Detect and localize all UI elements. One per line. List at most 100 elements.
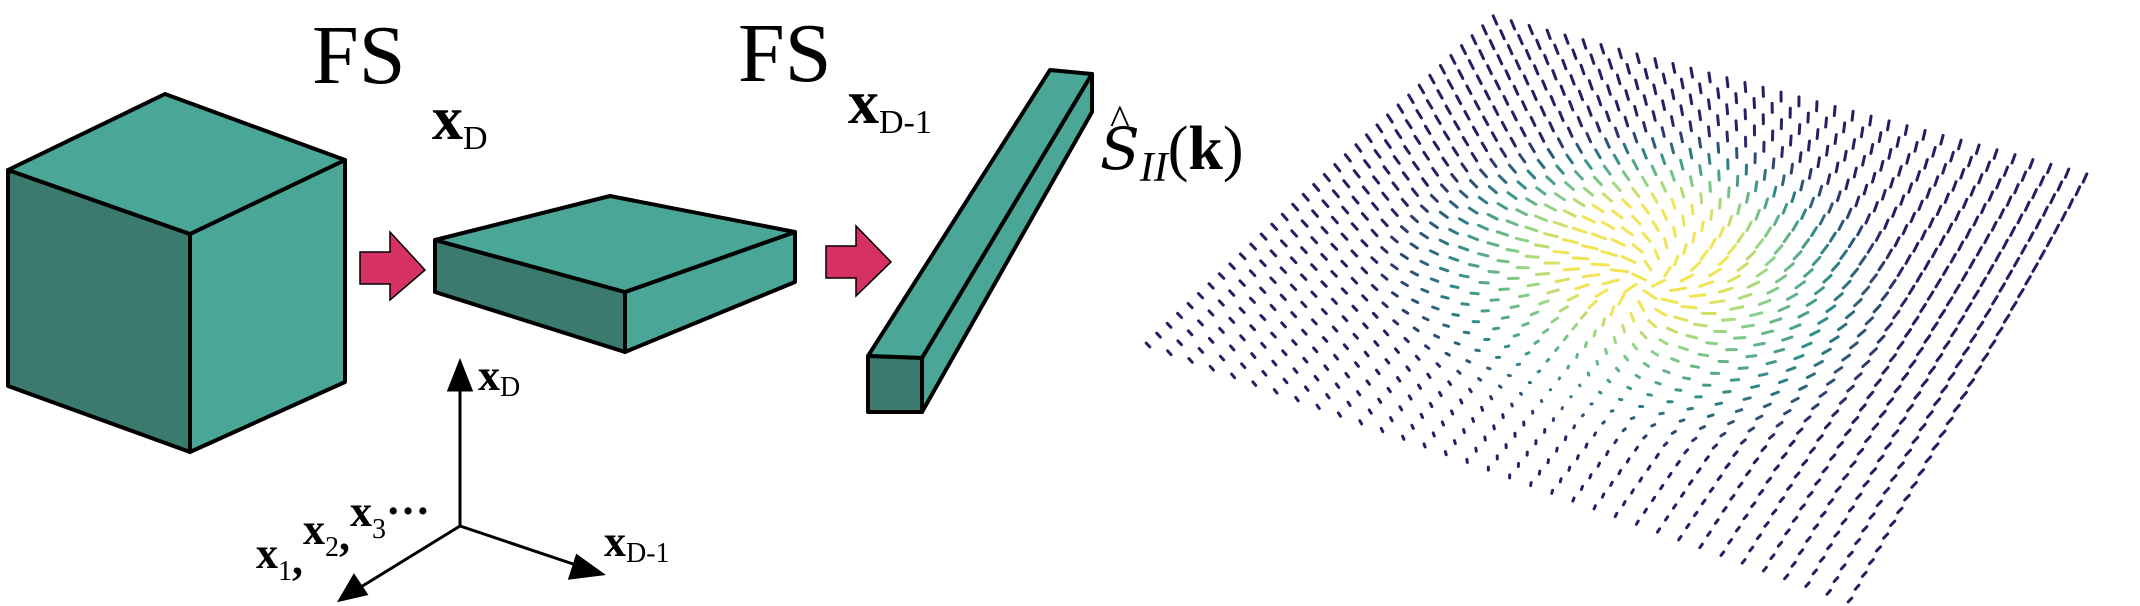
spin-arrow [1463,110,1471,121]
spin-arrow [1412,161,1420,171]
spin-arrow [1631,186,1641,198]
spin-arrow [1467,206,1479,215]
spin-arrow [1500,120,1508,132]
spin-arrow [1734,119,1739,132]
spin-arrow [1419,231,1429,240]
spin-arrow [1727,214,1734,227]
spin-arrow [1806,111,1810,124]
spin-arrow [1653,57,1659,69]
spin-arrow [1524,225,1539,233]
spin-arrow [1800,208,1807,220]
spin-arrow [1725,103,1730,116]
spin-arrow [1403,145,1411,155]
spin-arrow [1700,498,1707,506]
spin-arrow [1259,314,1267,322]
spin-arrow [1380,246,1389,254]
spin-arrow [1341,315,1349,323]
spin-arrow [1773,244,1784,255]
spin-arrow [1506,191,1518,200]
spin-arrow [1280,239,1288,248]
spin-arrow [1725,130,1730,143]
spin-arrow [1672,225,1677,238]
axis-label-diagonal: x1,x2,x3… [256,475,430,587]
spin-arrow [1661,72,1667,85]
spin-arrow [1770,390,1780,396]
spin-arrow [1595,121,1602,133]
spin-arrow [1604,347,1609,355]
spin-arrow [1678,418,1686,423]
spin-arrow [1238,279,1246,287]
spin-arrow [1641,231,1652,243]
spin-arrow [1917,468,1925,477]
spin-arrow [1646,464,1652,471]
spin-arrow [1601,192,1614,203]
spin-arrow [1951,180,1958,192]
spin-arrow [1351,304,1359,312]
spin-arrow [1499,29,1506,41]
spin-arrow [1650,350,1660,357]
spin-arrow [1300,246,1308,255]
spin-arrow [1589,53,1596,65]
spin-arrow [1942,265,1950,276]
spin-arrow [2074,185,2082,197]
spin-arrow [1688,293,1707,298]
spin-arrow [1983,233,1991,245]
spin-arrow [1401,308,1410,315]
spin-arrow [1889,177,1895,189]
spin-arrow [1889,519,1897,527]
spin-arrow [1672,503,1678,510]
spin-arrow [1957,314,1966,325]
spin-arrow [1320,308,1328,316]
spin-arrow [1822,274,1833,284]
spin-arrow [1687,479,1694,486]
spin-arrow [1646,393,1653,397]
spin-arrow [1554,346,1560,352]
spin-arrow [1898,416,1907,425]
spin-arrow [1818,555,1826,563]
spin-arrow [1903,493,1911,502]
spin-arrow [1866,390,1875,400]
spin-arrow [1620,255,1637,264]
spin-arrow [2009,226,2017,237]
spin-arrow [1623,354,1630,362]
spin-arrow [1783,262,1795,272]
spin-arrow [1893,236,1901,248]
spin-arrow [1371,201,1380,211]
spin-arrow [1512,333,1520,338]
spin-arrow [1478,49,1485,61]
spin-arrow [1673,315,1688,322]
spin-arrow [1505,248,1520,253]
spin-arrow [1407,93,1415,104]
spin-arrow [1940,384,1949,394]
spin-arrow [1563,435,1568,442]
spin-arrow [1820,243,1830,255]
spin-arrow [1858,255,1867,266]
spin-arrow [1755,414,1764,421]
spin-arrow [1341,205,1350,215]
spin-arrow [1249,324,1256,332]
spin-arrow [1562,209,1577,218]
spin-arrow [2031,262,2039,273]
spin-arrow [1537,469,1542,476]
spin-arrow [1935,352,1944,363]
spin-arrow [1444,104,1452,115]
spin-arrow [1486,64,1493,76]
spin-arrow [1428,401,1434,409]
spin-arrow [1763,521,1770,528]
spin-arrow [1467,263,1480,268]
spin-arrow [2016,213,2024,225]
spin-arrow [1907,182,1914,194]
spin-arrow [1424,344,1431,350]
spin-arrow [1381,191,1390,201]
spin-arrow [1734,525,1741,533]
spin-arrow [1492,424,1496,431]
spin-arrow [1882,532,1890,540]
spin-arrow [1415,109,1423,120]
spin-arrow [1606,84,1612,96]
spin-arrow [1460,302,1470,306]
spin-arrow [1871,422,1880,431]
spin-arrow [1804,581,1811,588]
spin-arrow [1496,54,1504,66]
spin-arrow [1805,535,1812,543]
spin-arrow [1301,328,1308,336]
